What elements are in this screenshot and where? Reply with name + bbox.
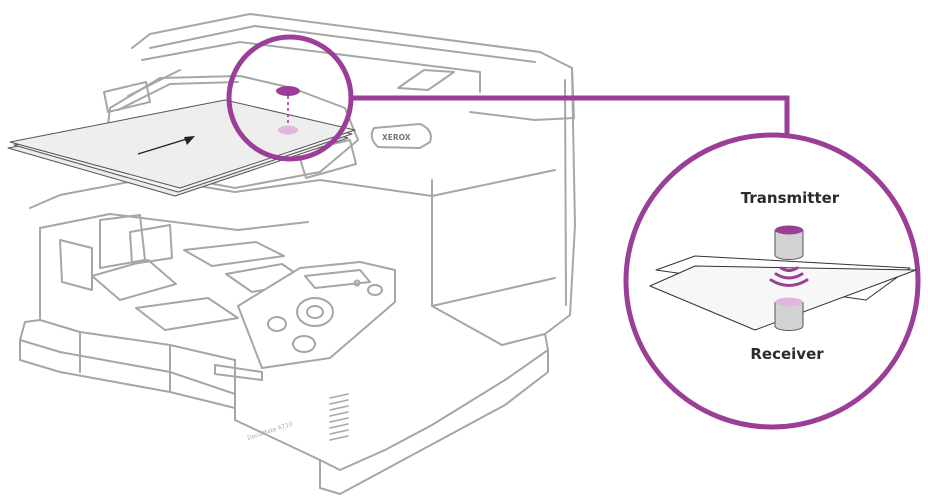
feed-direction-arrow — [137, 136, 195, 155]
sensor-marker — [276, 86, 300, 135]
receiver-label: Receiver — [750, 345, 824, 363]
transmitter-label: Transmitter — [741, 189, 840, 207]
signal-waves-icon — [769, 266, 809, 287]
paper-stack — [7, 99, 356, 197]
scanner-device — [19, 13, 576, 495]
model-label: DocuMate 6710 — [246, 421, 293, 442]
receiver-sensor — [774, 297, 804, 331]
brand-logo-label: XEROX — [382, 133, 411, 142]
transmitter-sensor — [774, 225, 804, 260]
